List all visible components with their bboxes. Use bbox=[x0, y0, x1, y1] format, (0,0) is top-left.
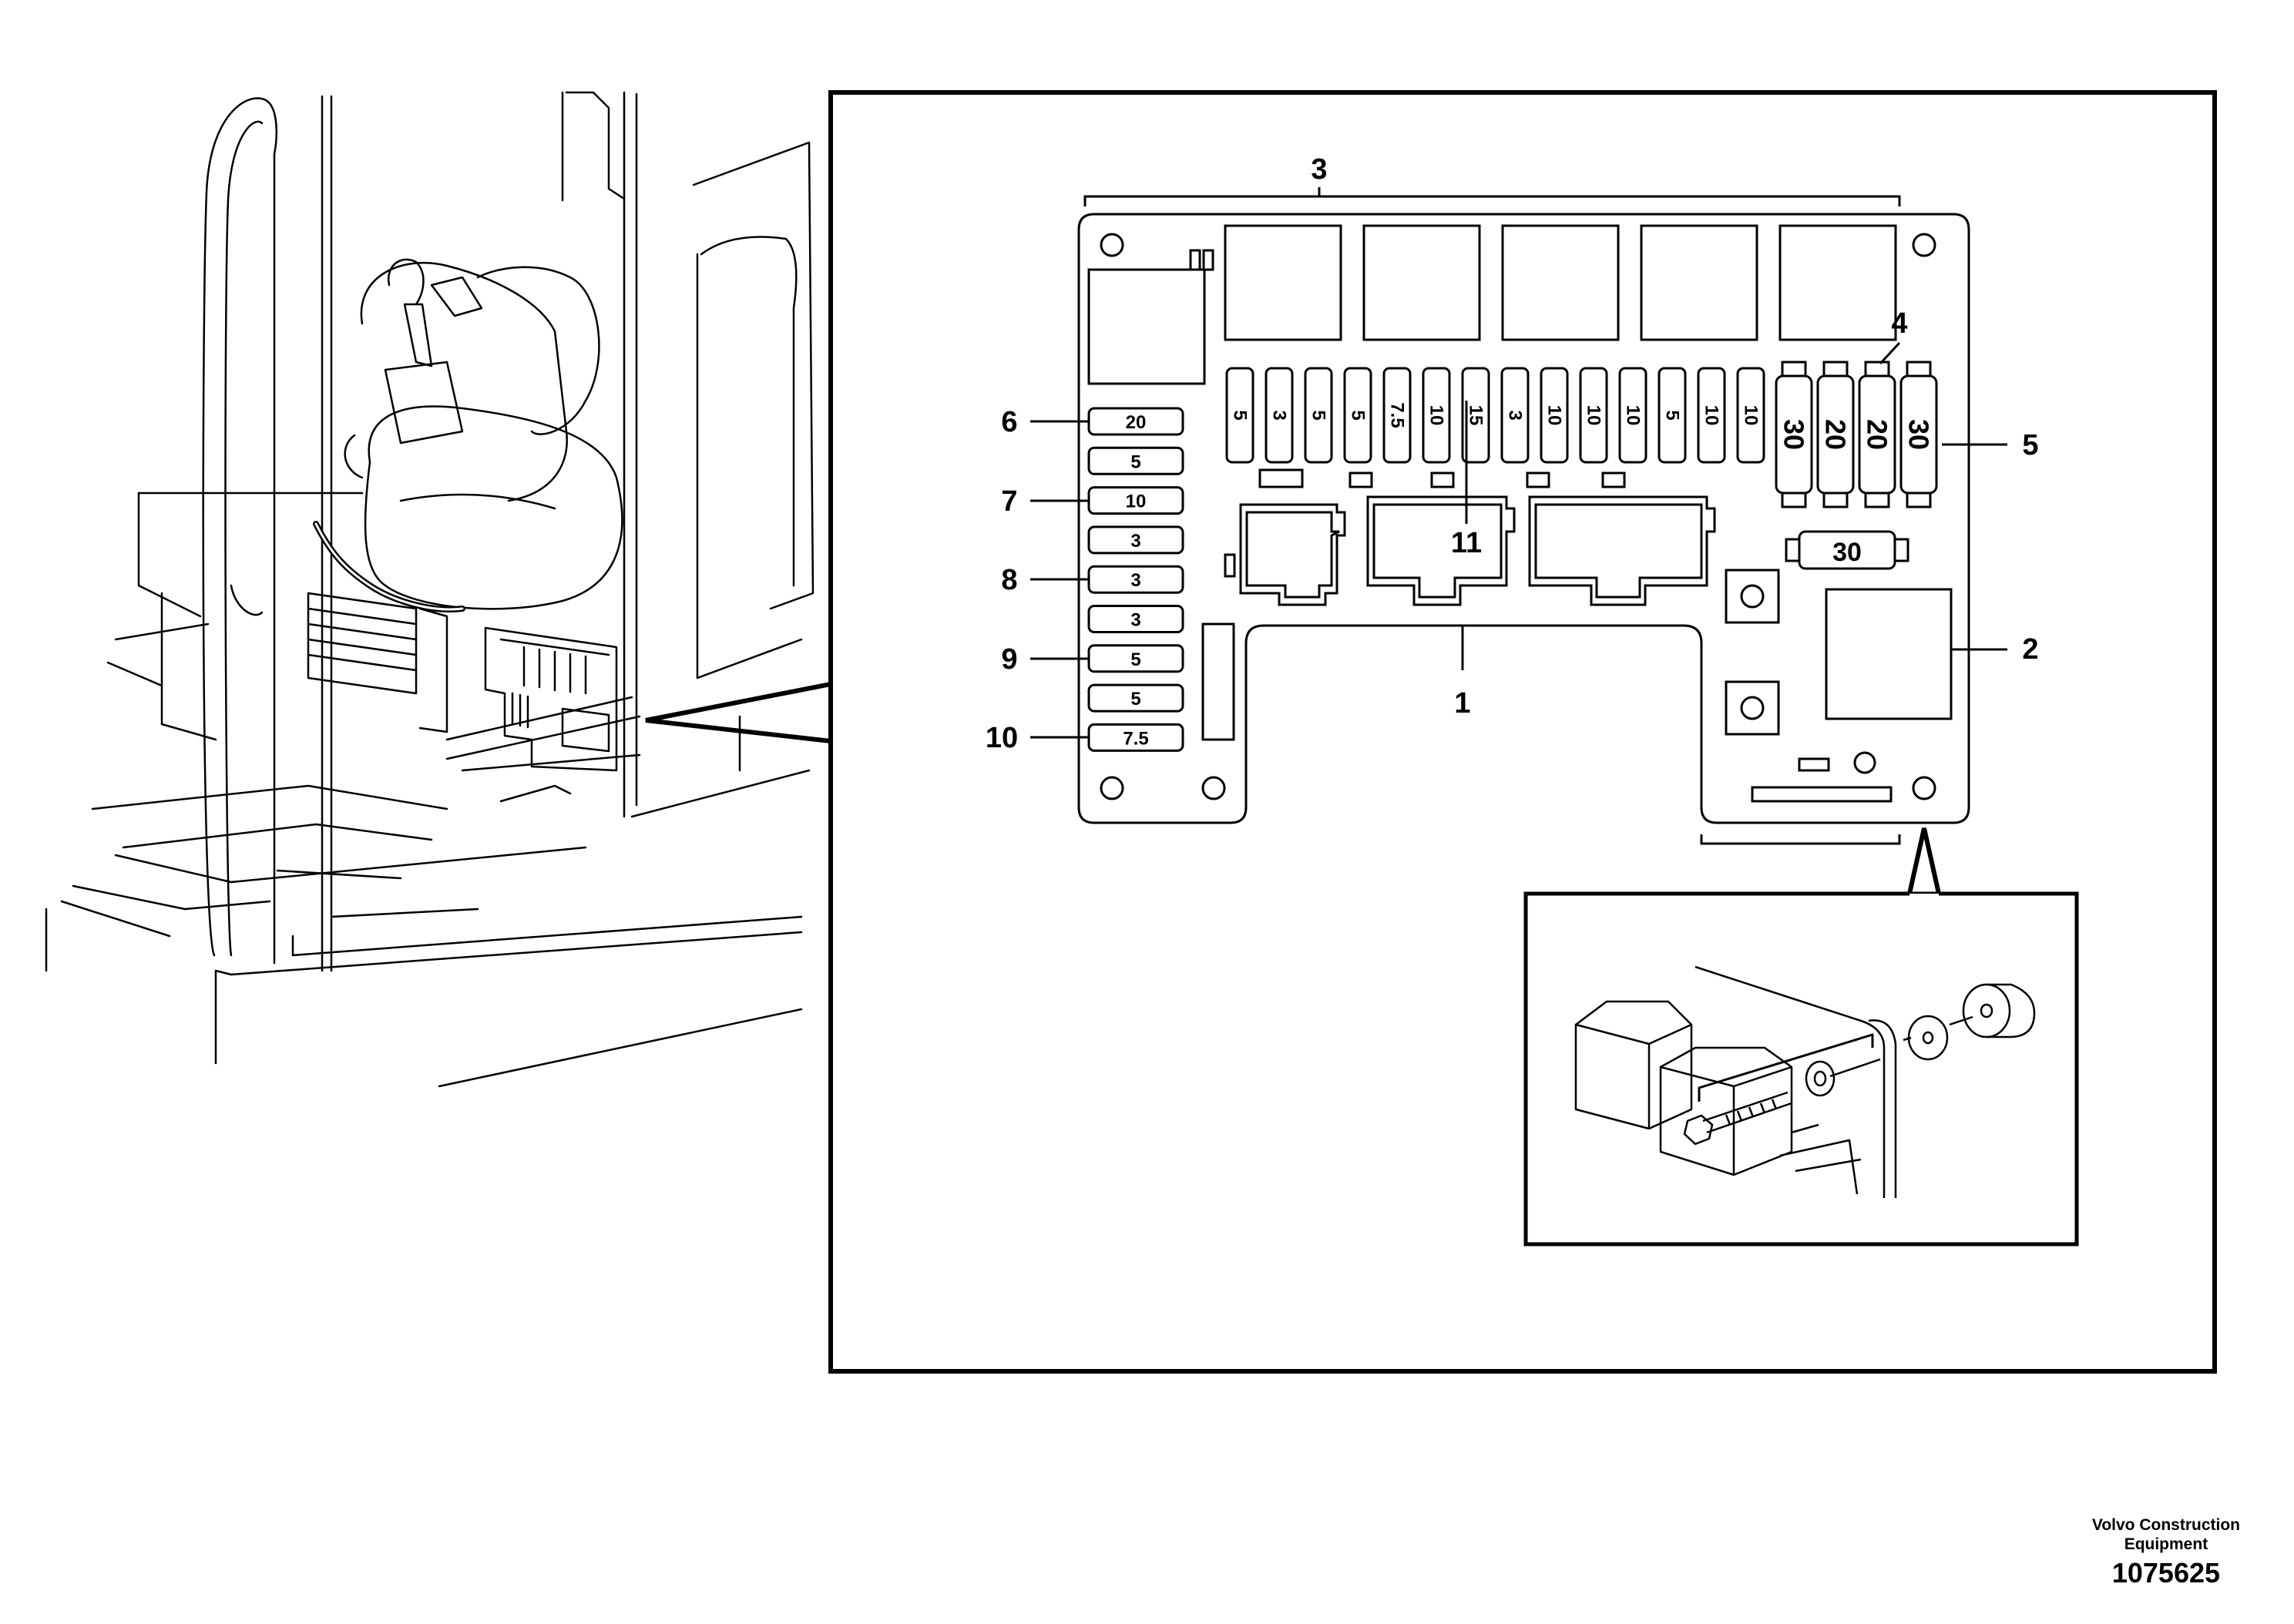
top-fuse-label: 5 bbox=[1308, 410, 1329, 420]
left-fuse-label: 5 bbox=[1130, 649, 1140, 670]
footer-brand: Volvo Construction Equipment 1075625 bbox=[2092, 1515, 2240, 1589]
callout-11: 11 bbox=[1451, 527, 1482, 559]
left-fuse-label: 3 bbox=[1130, 610, 1140, 631]
callout-1: 1 bbox=[1454, 687, 1470, 720]
left-fuse-label: 20 bbox=[1126, 412, 1147, 433]
top-fuse: 10 bbox=[1697, 367, 1726, 464]
top-fuse-label: 10 bbox=[1623, 405, 1644, 426]
brand-line-1: Volvo Construction bbox=[2091, 1516, 2240, 1534]
top-fuse: 10 bbox=[1422, 367, 1451, 464]
left-fuse-label: 5 bbox=[1130, 451, 1140, 472]
callout-8: 8 bbox=[1001, 564, 1017, 596]
left-fuse-label: 3 bbox=[1130, 570, 1140, 591]
callout-labels: 3 4 5 6 7 11 8 9 2 1 10 12 bbox=[986, 153, 2039, 1005]
maxi-fuse-label: 20 bbox=[1820, 419, 1852, 450]
mounting-detail-illustration bbox=[1574, 965, 2036, 1198]
inset-pointer bbox=[1907, 827, 1941, 894]
callout-10: 10 bbox=[986, 722, 1018, 754]
fuse-board bbox=[1077, 213, 1970, 824]
left-fuse: 3 bbox=[1087, 605, 1184, 633]
top-fuse: 5 bbox=[1225, 367, 1254, 464]
left-fuse: 5 bbox=[1087, 644, 1184, 673]
top-fuse-label: 10 bbox=[1741, 405, 1762, 426]
horizontal-maxi-fuse: 30 bbox=[1785, 530, 1909, 570]
top-fuse-label: 10 bbox=[1544, 405, 1565, 426]
left-fuse: 5 bbox=[1087, 446, 1184, 475]
callout-2: 2 bbox=[2022, 633, 2038, 666]
top-fuse: 5 bbox=[1343, 367, 1372, 464]
top-fuse-label: 5 bbox=[1662, 410, 1683, 420]
top-fuse: 15 bbox=[1461, 367, 1490, 464]
callout-4: 4 bbox=[1891, 307, 1907, 340]
top-fuse-label: 10 bbox=[1426, 405, 1447, 426]
maxi-fuse-label: 30 bbox=[1778, 419, 1810, 450]
maxi-fuse-row: 30 20 20 30 bbox=[1775, 361, 1938, 508]
bracket-3 bbox=[1083, 187, 1901, 206]
top-fuse: 10 bbox=[1618, 367, 1647, 464]
top-fuse: 3 bbox=[1500, 367, 1530, 464]
callout-3: 3 bbox=[1311, 153, 1327, 186]
left-fuse: 3 bbox=[1087, 525, 1184, 555]
maxi-fuse-label: 20 bbox=[1862, 419, 1893, 450]
top-fuse: 5 bbox=[1304, 367, 1333, 464]
maxi-fuse: 20 bbox=[1816, 361, 1855, 508]
top-fuse: 10 bbox=[1579, 367, 1608, 464]
left-fuse: 5 bbox=[1087, 683, 1184, 713]
top-fuse: 3 bbox=[1265, 367, 1294, 464]
brand-line-2: Equipment bbox=[2124, 1535, 2208, 1553]
inset-frame bbox=[1523, 891, 2079, 1247]
top-fuse-label: 3 bbox=[1269, 410, 1290, 420]
left-fuse-stack: 20 5 10 3 3 3 5 5 7.5 bbox=[1087, 407, 1184, 752]
top-fuse-row: 5 3 5 5 7.5 10 15 3 10 10 10 5 10 10 bbox=[1225, 367, 1765, 464]
left-fuse-label: 3 bbox=[1130, 531, 1140, 552]
left-fuse: 10 bbox=[1087, 486, 1184, 515]
left-fuse: 3 bbox=[1087, 565, 1184, 594]
left-fuse-label: 10 bbox=[1126, 492, 1147, 512]
top-fuse: 7.5 bbox=[1382, 367, 1412, 464]
callout-5: 5 bbox=[2022, 429, 2038, 461]
cab-overview-illustration bbox=[45, 91, 814, 1088]
left-fuse: 7.5 bbox=[1087, 723, 1184, 752]
top-fuse-label: 10 bbox=[1701, 405, 1722, 426]
top-fuse: 10 bbox=[1540, 367, 1569, 464]
maxi-fuse-label: 30 bbox=[1903, 419, 1935, 450]
document-number: 1075625 bbox=[2111, 1557, 2221, 1589]
callout-7: 7 bbox=[1001, 485, 1017, 518]
callout-9: 9 bbox=[1001, 643, 1017, 676]
top-fuse: 5 bbox=[1658, 367, 1687, 464]
horizontal-fuse-label: 30 bbox=[1832, 538, 1862, 567]
top-fuse-label: 15 bbox=[1466, 405, 1486, 426]
maxi-fuse: 30 bbox=[1775, 361, 1813, 508]
top-fuse: 10 bbox=[1736, 367, 1765, 464]
top-fuse-label: 5 bbox=[1230, 410, 1251, 420]
left-fuse-label: 7.5 bbox=[1123, 728, 1148, 749]
maxi-fuse: 20 bbox=[1858, 361, 1896, 508]
top-fuse-label: 3 bbox=[1505, 410, 1526, 420]
top-fuse-label: 10 bbox=[1584, 405, 1604, 426]
top-fuse-label: 7.5 bbox=[1387, 402, 1408, 428]
zoom-pointer bbox=[645, 682, 831, 743]
left-fuse-label: 5 bbox=[1130, 689, 1140, 710]
top-fuse-label: 5 bbox=[1348, 410, 1369, 420]
bracket-bottom bbox=[1700, 834, 1901, 845]
callout-6: 6 bbox=[1001, 406, 1017, 438]
maxi-fuse: 30 bbox=[1899, 361, 1938, 508]
left-fuse: 20 bbox=[1087, 407, 1184, 436]
